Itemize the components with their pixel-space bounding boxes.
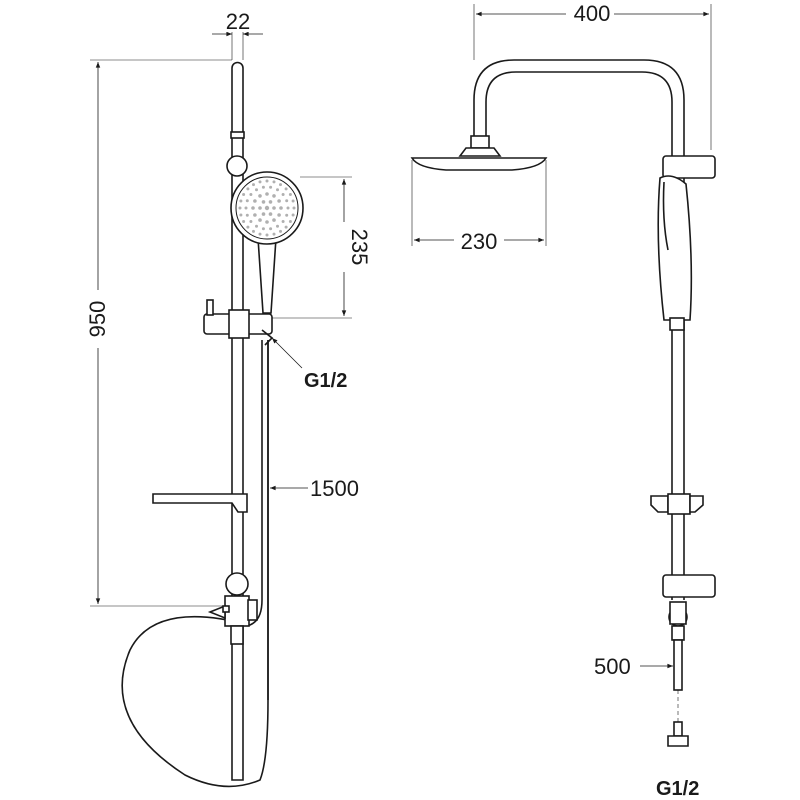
nozzle-dot	[279, 183, 282, 187]
dim-label-g12-bottom: G1/2	[656, 778, 699, 800]
front-view	[121, 61, 304, 788]
nozzle-dot	[292, 206, 296, 210]
nozzle-dot	[281, 220, 285, 223]
overhead-arm	[473, 59, 685, 158]
nozzle-dot	[258, 194, 262, 198]
dimension-lines	[90, 4, 712, 669]
nozzle-dot	[276, 224, 279, 228]
nozzle-dot	[284, 225, 288, 229]
nozzle-dot	[238, 206, 242, 210]
shower-rail	[230, 61, 245, 781]
nozzle-dot	[272, 232, 276, 236]
nozzle-dot	[242, 220, 246, 223]
nozzle-dot	[272, 194, 276, 198]
nozzle-dot	[258, 206, 262, 210]
nozzle-dot	[251, 206, 255, 210]
diverter-valve	[207, 595, 258, 645]
nozzle-dot	[281, 193, 285, 196]
nozzle-dot	[268, 200, 273, 204]
lower-holder	[662, 574, 716, 598]
nozzle-dot	[252, 183, 255, 187]
nozzle-dot	[258, 180, 262, 184]
hand-shower	[230, 171, 304, 314]
nozzle-dot	[277, 213, 281, 217]
nozzle-dot	[244, 206, 248, 210]
nozzle-pattern	[238, 179, 296, 237]
side-shelf-holder	[650, 493, 704, 515]
nozzle-dot	[258, 232, 262, 236]
nozzle-center	[264, 205, 270, 211]
nozzle-dot	[258, 218, 262, 222]
nozzle-dot	[272, 180, 276, 184]
side-diverter	[667, 601, 689, 747]
nozzle-dot	[255, 224, 258, 228]
nozzle-dot	[279, 229, 282, 233]
diverter-ball	[225, 572, 249, 596]
nozzle-dot	[265, 233, 269, 237]
dim-label-950: 950	[85, 301, 110, 338]
nozzle-dot	[277, 199, 281, 203]
nozzle-dot	[242, 193, 246, 196]
nozzle-dot	[261, 212, 266, 216]
nozzle-dot	[249, 220, 253, 223]
nozzle-dot	[284, 187, 288, 191]
nozzle-dot	[265, 220, 269, 224]
nozzle-dot	[269, 185, 273, 189]
overhead-shower	[410, 135, 548, 171]
nozzle-dot	[285, 213, 289, 217]
dim-label-g12-top: G1/2	[304, 370, 347, 392]
hand-shower-side	[657, 175, 693, 331]
nozzle-dot	[272, 206, 276, 210]
nozzle-dot	[246, 225, 250, 229]
nozzle-dot	[252, 229, 255, 233]
nozzle-dot	[239, 199, 243, 203]
nozzle-dot	[285, 199, 289, 203]
nozzle-dot	[279, 206, 283, 210]
nozzle-dot	[253, 213, 257, 217]
shower-holder	[203, 299, 274, 346]
nozzle-dot	[261, 200, 266, 204]
top-ball-joint	[226, 155, 248, 177]
dim-label-1500: 1500	[310, 476, 359, 501]
dim-label-22: 22	[226, 9, 250, 34]
nozzle-dot	[261, 227, 265, 231]
dim-label-230: 230	[461, 229, 498, 254]
dim-label-500: 500	[594, 654, 631, 679]
nozzle-dot	[288, 220, 292, 223]
nozzle-dot	[276, 188, 279, 192]
nozzle-dot	[265, 192, 269, 196]
nozzle-dot	[286, 206, 290, 210]
nozzle-dot	[245, 213, 249, 217]
nozzle-dot	[268, 212, 273, 216]
nozzle-dot	[272, 218, 276, 222]
side-view	[410, 59, 716, 747]
dim-label-400: 400	[574, 1, 611, 26]
nozzle-dot	[253, 199, 257, 203]
nozzle-dot	[255, 188, 258, 192]
nozzle-dot	[269, 227, 273, 231]
nozzle-dot	[239, 213, 243, 217]
nozzle-dot	[291, 199, 295, 203]
nozzle-dot	[288, 193, 292, 196]
nozzle-dot	[261, 185, 265, 189]
shower-hose	[121, 340, 269, 788]
dim-label-235: 235	[347, 229, 372, 266]
nozzle-dot	[246, 187, 250, 191]
nozzle-dot	[265, 179, 269, 183]
soap-shelf	[152, 493, 248, 513]
nozzle-dot	[291, 213, 295, 217]
arm-holder	[662, 155, 716, 179]
nozzle-dot	[249, 193, 253, 196]
nozzle-dot	[245, 199, 249, 203]
